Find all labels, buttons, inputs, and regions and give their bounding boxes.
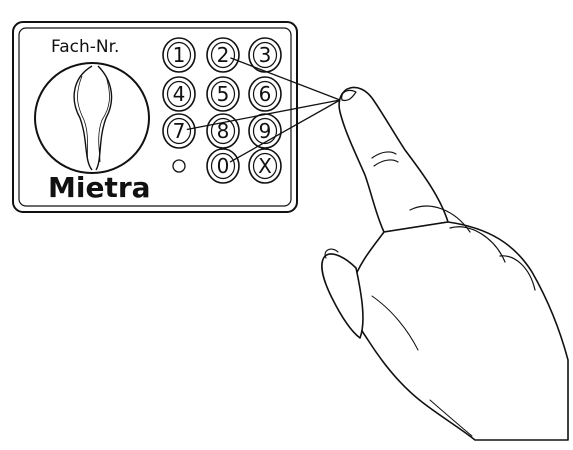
- key-inner-ring: [210, 117, 236, 145]
- thumb: [321, 253, 364, 339]
- key-label: 9: [259, 119, 272, 143]
- key-inner-ring: [210, 152, 236, 180]
- key-label: 6: [259, 82, 272, 106]
- knob-grip-inner-right: [98, 75, 110, 163]
- status-led: [172, 159, 186, 173]
- key-label: 2: [217, 43, 230, 67]
- wrist-line: [429, 399, 473, 437]
- key-1[interactable]: 1: [162, 37, 196, 73]
- key-label: 0: [217, 154, 230, 178]
- key-inner-ring: [252, 41, 278, 69]
- pointer-line-key-7: [186, 99, 341, 131]
- hand: [321, 86, 569, 441]
- key-inner-ring: [166, 117, 192, 145]
- key-inner-ring: [252, 117, 278, 145]
- key-inner-ring: [166, 41, 192, 69]
- knob-grip-inner-left: [77, 75, 89, 163]
- middle-finger-fold: [409, 205, 471, 233]
- palm-crease: [371, 295, 419, 351]
- key-5[interactable]: 5: [206, 76, 240, 112]
- key-0[interactable]: 0: [206, 148, 240, 184]
- pointer-lines: [186, 57, 341, 163]
- key-label: 7: [173, 119, 186, 143]
- panel-inner: [18, 27, 292, 207]
- thumb-nail: [324, 248, 339, 259]
- key-label: 8: [217, 119, 230, 143]
- knuckle-crease-2: [373, 159, 399, 167]
- key-label: 1: [173, 43, 186, 67]
- key-inner-ring: [252, 80, 278, 108]
- key-inner-ring: [166, 80, 192, 108]
- pointer-line-key-0: [229, 99, 341, 163]
- key-inner-ring: [252, 152, 278, 180]
- brand-logo: Mietra: [48, 171, 151, 204]
- key-label: 4: [173, 82, 186, 106]
- hand-palm: [350, 221, 569, 441]
- key-3[interactable]: 3: [248, 37, 282, 73]
- key-9[interactable]: 9: [248, 113, 282, 149]
- keypad: 1 2 3 4 5 6 7 8 9 0 X: [162, 37, 282, 184]
- pointer-line-key-2: [230, 57, 341, 101]
- knob-ring: [34, 62, 150, 174]
- key-8[interactable]: 8: [206, 113, 240, 149]
- key-x[interactable]: X: [248, 148, 282, 184]
- compartment-number-label: Fach-Nr.: [51, 37, 119, 57]
- key-7[interactable]: 7: [162, 113, 196, 149]
- knob-grip-right: [95, 65, 113, 171]
- key-inner-ring: [210, 41, 236, 69]
- knob: [34, 62, 150, 174]
- key-label: X: [258, 154, 272, 178]
- little-finger-fold: [499, 255, 536, 291]
- key-6[interactable]: 6: [248, 76, 282, 112]
- key-2[interactable]: 2: [206, 37, 240, 73]
- knuckle-crease-1: [371, 151, 397, 159]
- fingernail: [341, 89, 357, 102]
- key-4[interactable]: 4: [162, 76, 196, 112]
- key-label: 5: [217, 82, 230, 106]
- key-label: 3: [259, 43, 272, 67]
- key-inner-ring: [210, 80, 236, 108]
